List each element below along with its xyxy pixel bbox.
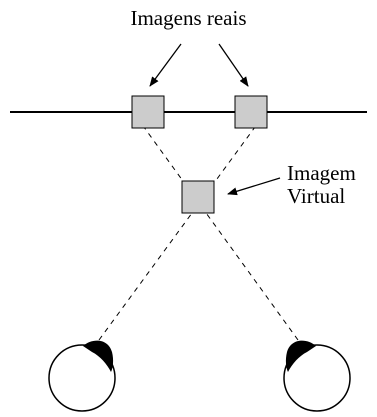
virtual-image-label-line1: Imagem [287,161,356,185]
virtual-image-label: Imagem Virtual [287,162,356,208]
arrow-to-right-real-image [218,43,249,87]
sight-line-right [132,111,299,341]
real-images-label: Imagens reais [130,6,247,30]
eye-icon [283,340,351,412]
eye-icon [48,340,116,412]
sight-line-left [98,111,267,341]
arrow-to-left-real-image [149,43,182,87]
virtual-image-label-line2: Virtual [287,184,346,208]
virtual-image-square [181,180,215,214]
real-image-square-right [234,95,268,129]
arrow-to-virtual-image [227,177,281,196]
real-image-square-left [131,95,165,129]
